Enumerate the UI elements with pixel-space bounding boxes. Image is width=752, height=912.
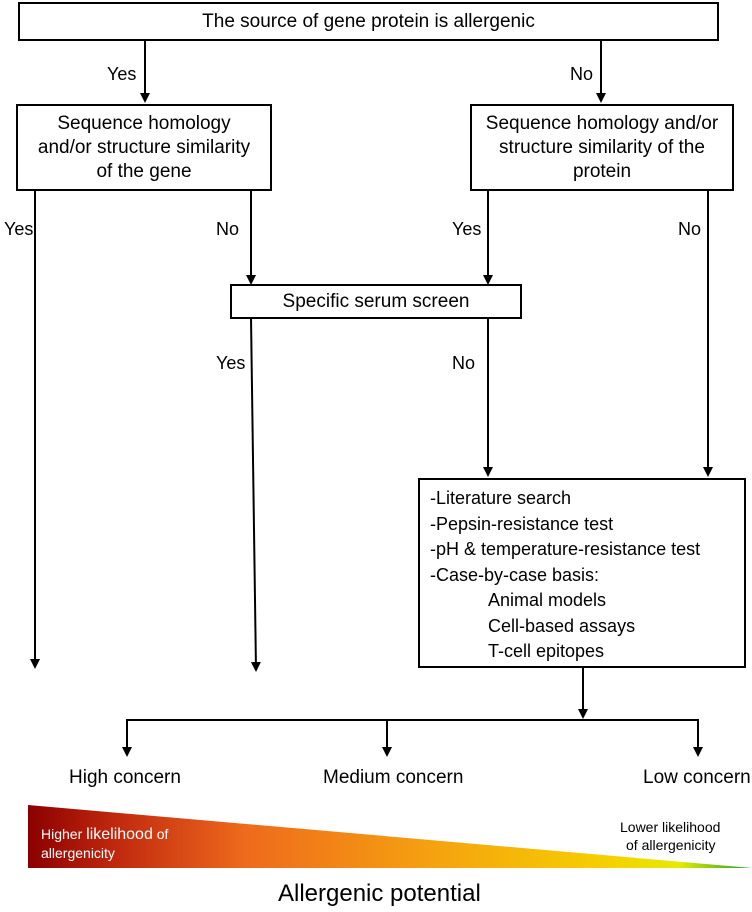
outcome-low: Low concern [643,767,751,788]
edge-label-serum-no: No [452,353,476,373]
lower-allergenicity-text: of allergenicity [626,837,716,853]
tests-node: -Literature search -Pepsin-resistance te… [418,478,746,668]
tests-item: -Pepsin-resistance test [430,513,614,534]
outcome-medium: Medium concern [323,767,464,788]
protein-homology-line-3: protein [572,160,632,182]
tests-sub-item: Cell-based assays [488,615,636,636]
protein-homology-line-2: structure similarity of the [499,136,705,158]
allergenic-potential-title: Allergenic potential [278,880,481,907]
tests-sub-item: Animal models [488,590,607,610]
edge-label-protein-no: No [678,219,702,239]
higher-word: Higher [41,826,87,842]
edge-label-gene-yes: Yes [4,219,34,239]
serum-screen-node: Specific serum screen [230,284,522,319]
edge-label-source-no: No [570,64,594,84]
of-word: of [152,826,169,842]
tests-item: -Case-by-case basis: [430,564,600,585]
source-node: The source of gene protein is allergenic [18,2,719,41]
gene-homology-line-2: and/or structure similarity [37,136,251,158]
likelihood-word: likelihood [86,826,153,843]
lower-likelihood-text: Lower likelihood [620,819,721,835]
edge-label-gene-no: No [216,219,240,239]
gene-homology-line-1: Sequence homology [57,112,231,134]
source-node-label: The source of gene protein is allergenic [202,10,535,32]
protein-homology-line-1: Sequence homology and/or [485,112,719,134]
edge-label-protein-yes: Yes [452,219,482,239]
tests-item: -Literature search [430,488,572,508]
gradient-wedge-shape [28,805,752,868]
edge-label-source-yes: Yes [107,64,137,84]
higher-likelihood-text: Higher likelihood of [41,826,168,843]
gene-homology-line-3: of the gene [96,160,192,182]
tests-item: -pH & temperature-resistance test [430,539,701,559]
higher-allergenicity-text: allergenicity [41,845,115,861]
tests-sub-item: T-cell epitopes [488,641,605,661]
arrow-serum-yes [250,317,261,672]
protein-homology-node: Sequence homology and/or structure simil… [470,104,734,191]
outcome-high: High concern [69,767,181,788]
gene-homology-node: Sequence homology and/or structure simil… [16,104,272,191]
edge-label-serum-yes: Yes [216,353,246,373]
serum-screen-label: Specific serum screen [282,290,470,312]
